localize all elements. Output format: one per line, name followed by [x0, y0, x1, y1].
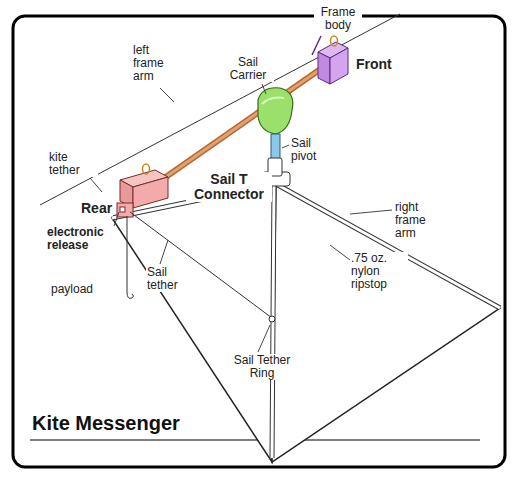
- diagram-title: Kite Messenger: [32, 412, 180, 435]
- part-label: Sail pivot: [290, 137, 332, 163]
- part-label: Front: [355, 56, 393, 72]
- part-label: Frame body: [314, 6, 362, 32]
- part-label: Sail T Connector: [186, 172, 272, 202]
- part-label: Sail Carrier: [222, 56, 274, 82]
- part-label: right frame arm: [394, 201, 446, 240]
- part-label: left frame arm: [132, 44, 176, 83]
- part-label: electronic release: [46, 226, 116, 252]
- part-label: Sail Tether Ring: [232, 354, 292, 380]
- part-label: Rear: [80, 200, 113, 216]
- part-label: kite tether: [48, 151, 98, 177]
- part-label: Sail tether: [146, 266, 188, 292]
- part-label: payload: [50, 283, 94, 296]
- material-label: .75 oz. nylon ripstop: [350, 252, 408, 291]
